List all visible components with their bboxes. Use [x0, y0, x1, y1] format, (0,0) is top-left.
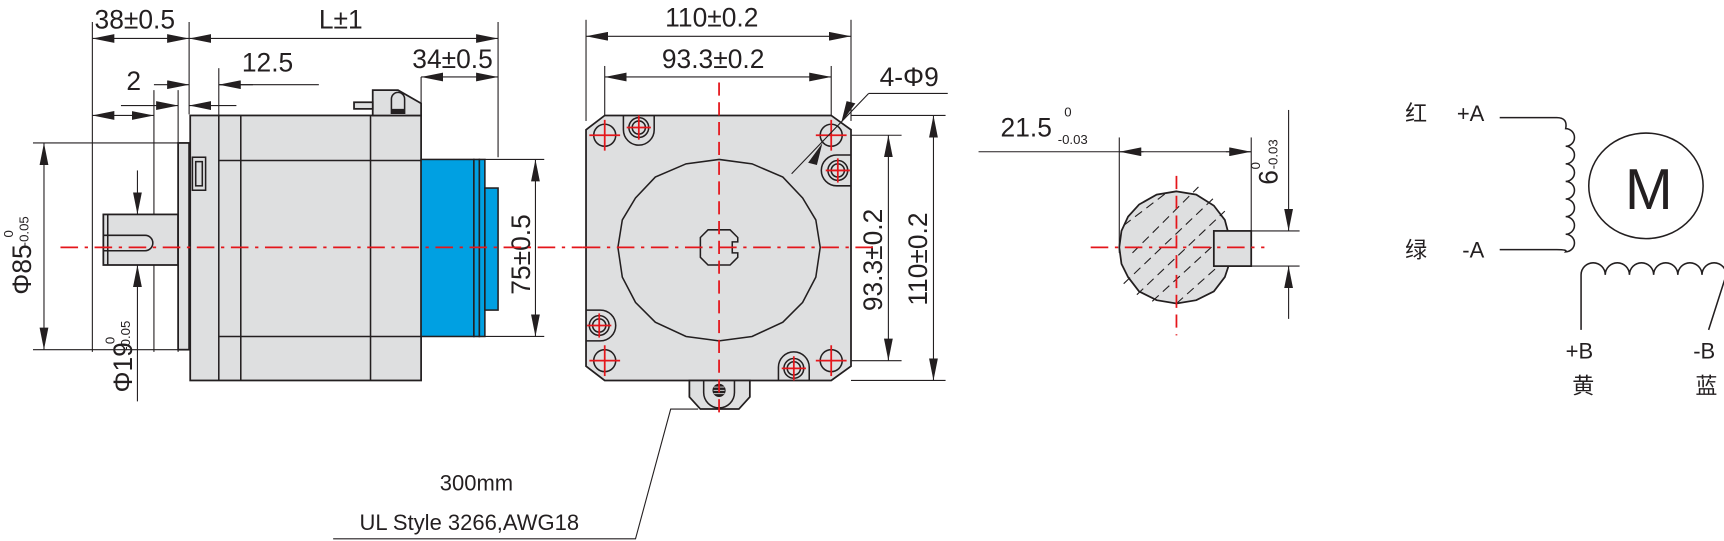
svg-text:-0.05: -0.05 — [118, 321, 133, 351]
svg-text:0: 0 — [1248, 162, 1263, 169]
svg-text:Φ85: Φ85 — [7, 244, 37, 294]
phase-b-minus-color: 蓝 — [1695, 374, 1717, 399]
motor-symbol-letter: M — [1625, 158, 1673, 222]
motor-symbol-circle — [1587, 132, 1704, 240]
phase-a-minus-color: 绿 — [1405, 237, 1427, 262]
svg-text:Φ19: Φ19 — [108, 342, 138, 392]
shaft — [102, 213, 179, 266]
dim-flange-dia: 75±0.5 — [506, 214, 536, 294]
cable-note: 300mm UL Style 3266,AWG18 — [360, 470, 580, 535]
dim-body-length: L±1 — [319, 5, 363, 35]
front-view: 110±0.2 93.3±0.2 — [333, 2, 948, 540]
screw — [777, 351, 810, 381]
mounting-hole — [589, 119, 621, 151]
dim-flange-length: 34±0.5 — [412, 44, 492, 74]
cable-spec: UL Style 3266,AWG18 — [360, 510, 580, 535]
mounting-hole — [815, 345, 847, 377]
mounting-hole — [815, 119, 847, 151]
phase-a-plus-terminal: +A — [1457, 101, 1485, 126]
coil-a — [1499, 116, 1576, 253]
phase-a-plus-color: 红 — [1405, 101, 1427, 126]
phase-b-plus-terminal: +B — [1566, 338, 1594, 363]
svg-text:-0.05: -0.05 — [17, 216, 32, 246]
dim-width: 110±0.2 — [665, 2, 758, 32]
dim-flat: 21.5 0 -0.03 — [1001, 105, 1088, 147]
svg-text:0: 0 — [102, 337, 117, 344]
phase-a-minus-terminal: -A — [1462, 237, 1484, 262]
dim-boss-offset: 12.5 — [242, 47, 293, 77]
coil-b — [1580, 262, 1724, 331]
svg-text:0: 0 — [1, 230, 16, 237]
phase-b-plus-color: 黄 — [1572, 374, 1594, 399]
screw — [586, 309, 617, 342]
svg-text:-0.03: -0.03 — [1266, 139, 1281, 169]
cable-length: 300mm — [440, 470, 513, 495]
dim-height: 110±0.2 — [903, 212, 933, 305]
svg-text:0: 0 — [1064, 105, 1071, 120]
svg-text:6: 6 — [1254, 170, 1284, 185]
dim-shaft-length: 38±0.5 — [95, 5, 175, 35]
side-view: 38±0.5 L±1 12.5 2 34±0.5 — [1, 5, 583, 402]
dim-key: 6 0 -0.03 — [1248, 139, 1284, 184]
dim-holes: 4-Φ9 — [880, 62, 939, 92]
dim-boss-height: 2 — [126, 66, 141, 96]
mounting-hole — [589, 345, 621, 377]
screw — [622, 115, 655, 146]
shaft-section: 21.5 0 -0.03 6 0 -0.03 — [978, 105, 1300, 336]
dim-hole-spacing-h: 93.3±0.2 — [662, 44, 764, 74]
dim-pilot-dia: Φ85 0 -0.05 — [1, 216, 37, 294]
dim-shaft-dia: Φ19 0 -0.05 — [102, 321, 138, 393]
wiring-diagram: 红 +A 绿 -A M +B 黄 -B 蓝 — [1405, 101, 1724, 399]
phase-b-minus-terminal: -B — [1693, 338, 1715, 363]
dim-hole-spacing-v: 93.3±0.2 — [858, 209, 888, 311]
svg-text:-0.03: -0.03 — [1058, 132, 1088, 147]
svg-text:21.5: 21.5 — [1001, 112, 1052, 142]
screw — [820, 154, 852, 187]
